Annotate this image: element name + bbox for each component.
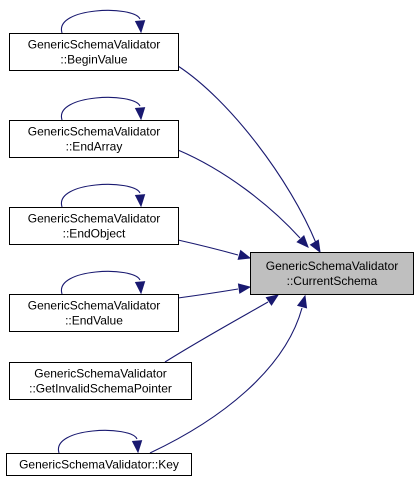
edge-end_array-to-current_schema	[177, 149, 309, 248]
node-label: ::EndArray	[66, 140, 123, 154]
node-end-object[interactable]: GenericSchemaValidator::EndObject	[9, 207, 179, 245]
edge-arrowhead	[296, 234, 309, 248]
self-loop-begin_value	[61, 9, 146, 34]
edge-arrowhead	[265, 294, 280, 306]
edge-line	[149, 307, 303, 454]
self-loop-end_value	[61, 270, 146, 295]
edge-arrowhead	[237, 249, 252, 260]
self-loop-line	[61, 270, 141, 295]
self-loop-arrowhead	[134, 281, 146, 295]
node-label: GenericSchemaValidator	[266, 259, 399, 273]
self-loop-key	[58, 429, 143, 454]
nodes-layer: GenericSchemaValidator::BeginValueGeneri…	[6, 33, 414, 476]
node-begin-value[interactable]: GenericSchemaValidator::BeginValue	[9, 33, 179, 71]
node-label: ::EndValue	[65, 314, 123, 328]
node-box	[9, 120, 179, 158]
self-loop-arrowhead	[134, 107, 146, 121]
edge-get_invalid_schema_pointer-to-current_schema	[164, 294, 280, 363]
node-end-value[interactable]: GenericSchemaValidator::EndValue	[9, 294, 179, 332]
node-get-invalid-schema-pointer[interactable]: GenericSchemaValidator::GetInvalidSchema…	[9, 362, 192, 400]
node-current-schema[interactable]: GenericSchemaValidator::CurrentSchema	[250, 252, 414, 295]
node-label: ::BeginValue	[60, 53, 127, 67]
self-loop-end_object	[61, 183, 146, 208]
node-label: GenericSchemaValidator	[34, 367, 167, 381]
node-end-array[interactable]: GenericSchemaValidator::EndArray	[9, 120, 179, 158]
self-loop-end_array	[61, 96, 146, 121]
node-label: GenericSchemaValidator::Key	[19, 458, 179, 472]
edge-line	[177, 149, 301, 239]
edge-line	[177, 65, 317, 244]
edge-arrowhead	[309, 239, 321, 254]
edge-line	[177, 239, 239, 256]
node-label: GenericSchemaValidator	[28, 38, 161, 52]
edge-begin_value-to-current_schema	[177, 65, 321, 254]
node-box	[9, 294, 179, 332]
self-loop-line	[61, 9, 141, 34]
node-label: ::CurrentSchema	[287, 274, 378, 288]
node-label: GenericSchemaValidator	[28, 125, 161, 139]
edge-arrowhead	[296, 294, 308, 309]
node-box	[9, 362, 192, 400]
node-box	[9, 207, 179, 245]
node-key[interactable]: GenericSchemaValidator::Key	[6, 453, 192, 476]
self-loop-arrowhead	[131, 440, 143, 454]
edge-arrowhead	[237, 283, 252, 294]
self-loop-arrowhead	[134, 20, 146, 34]
self-loop-line	[61, 183, 141, 208]
edge-key-to-current_schema	[149, 294, 308, 454]
node-label: GenericSchemaValidator	[28, 212, 161, 226]
edge-line	[164, 301, 269, 363]
edges-layer	[149, 65, 321, 454]
node-label: ::GetInvalidSchemaPointer	[29, 382, 172, 396]
self-loop-line	[58, 429, 138, 454]
edge-line	[177, 288, 239, 299]
node-label: GenericSchemaValidator	[28, 299, 161, 313]
node-box	[6, 453, 192, 476]
self-loops-layer	[58, 9, 146, 454]
self-loop-line	[61, 96, 141, 121]
edge-end_object-to-current_schema	[177, 239, 252, 260]
self-loop-arrowhead	[134, 194, 146, 208]
node-box	[250, 252, 414, 295]
node-box	[9, 33, 179, 71]
edge-end_value-to-current_schema	[177, 283, 252, 299]
node-label: ::EndObject	[63, 227, 126, 241]
